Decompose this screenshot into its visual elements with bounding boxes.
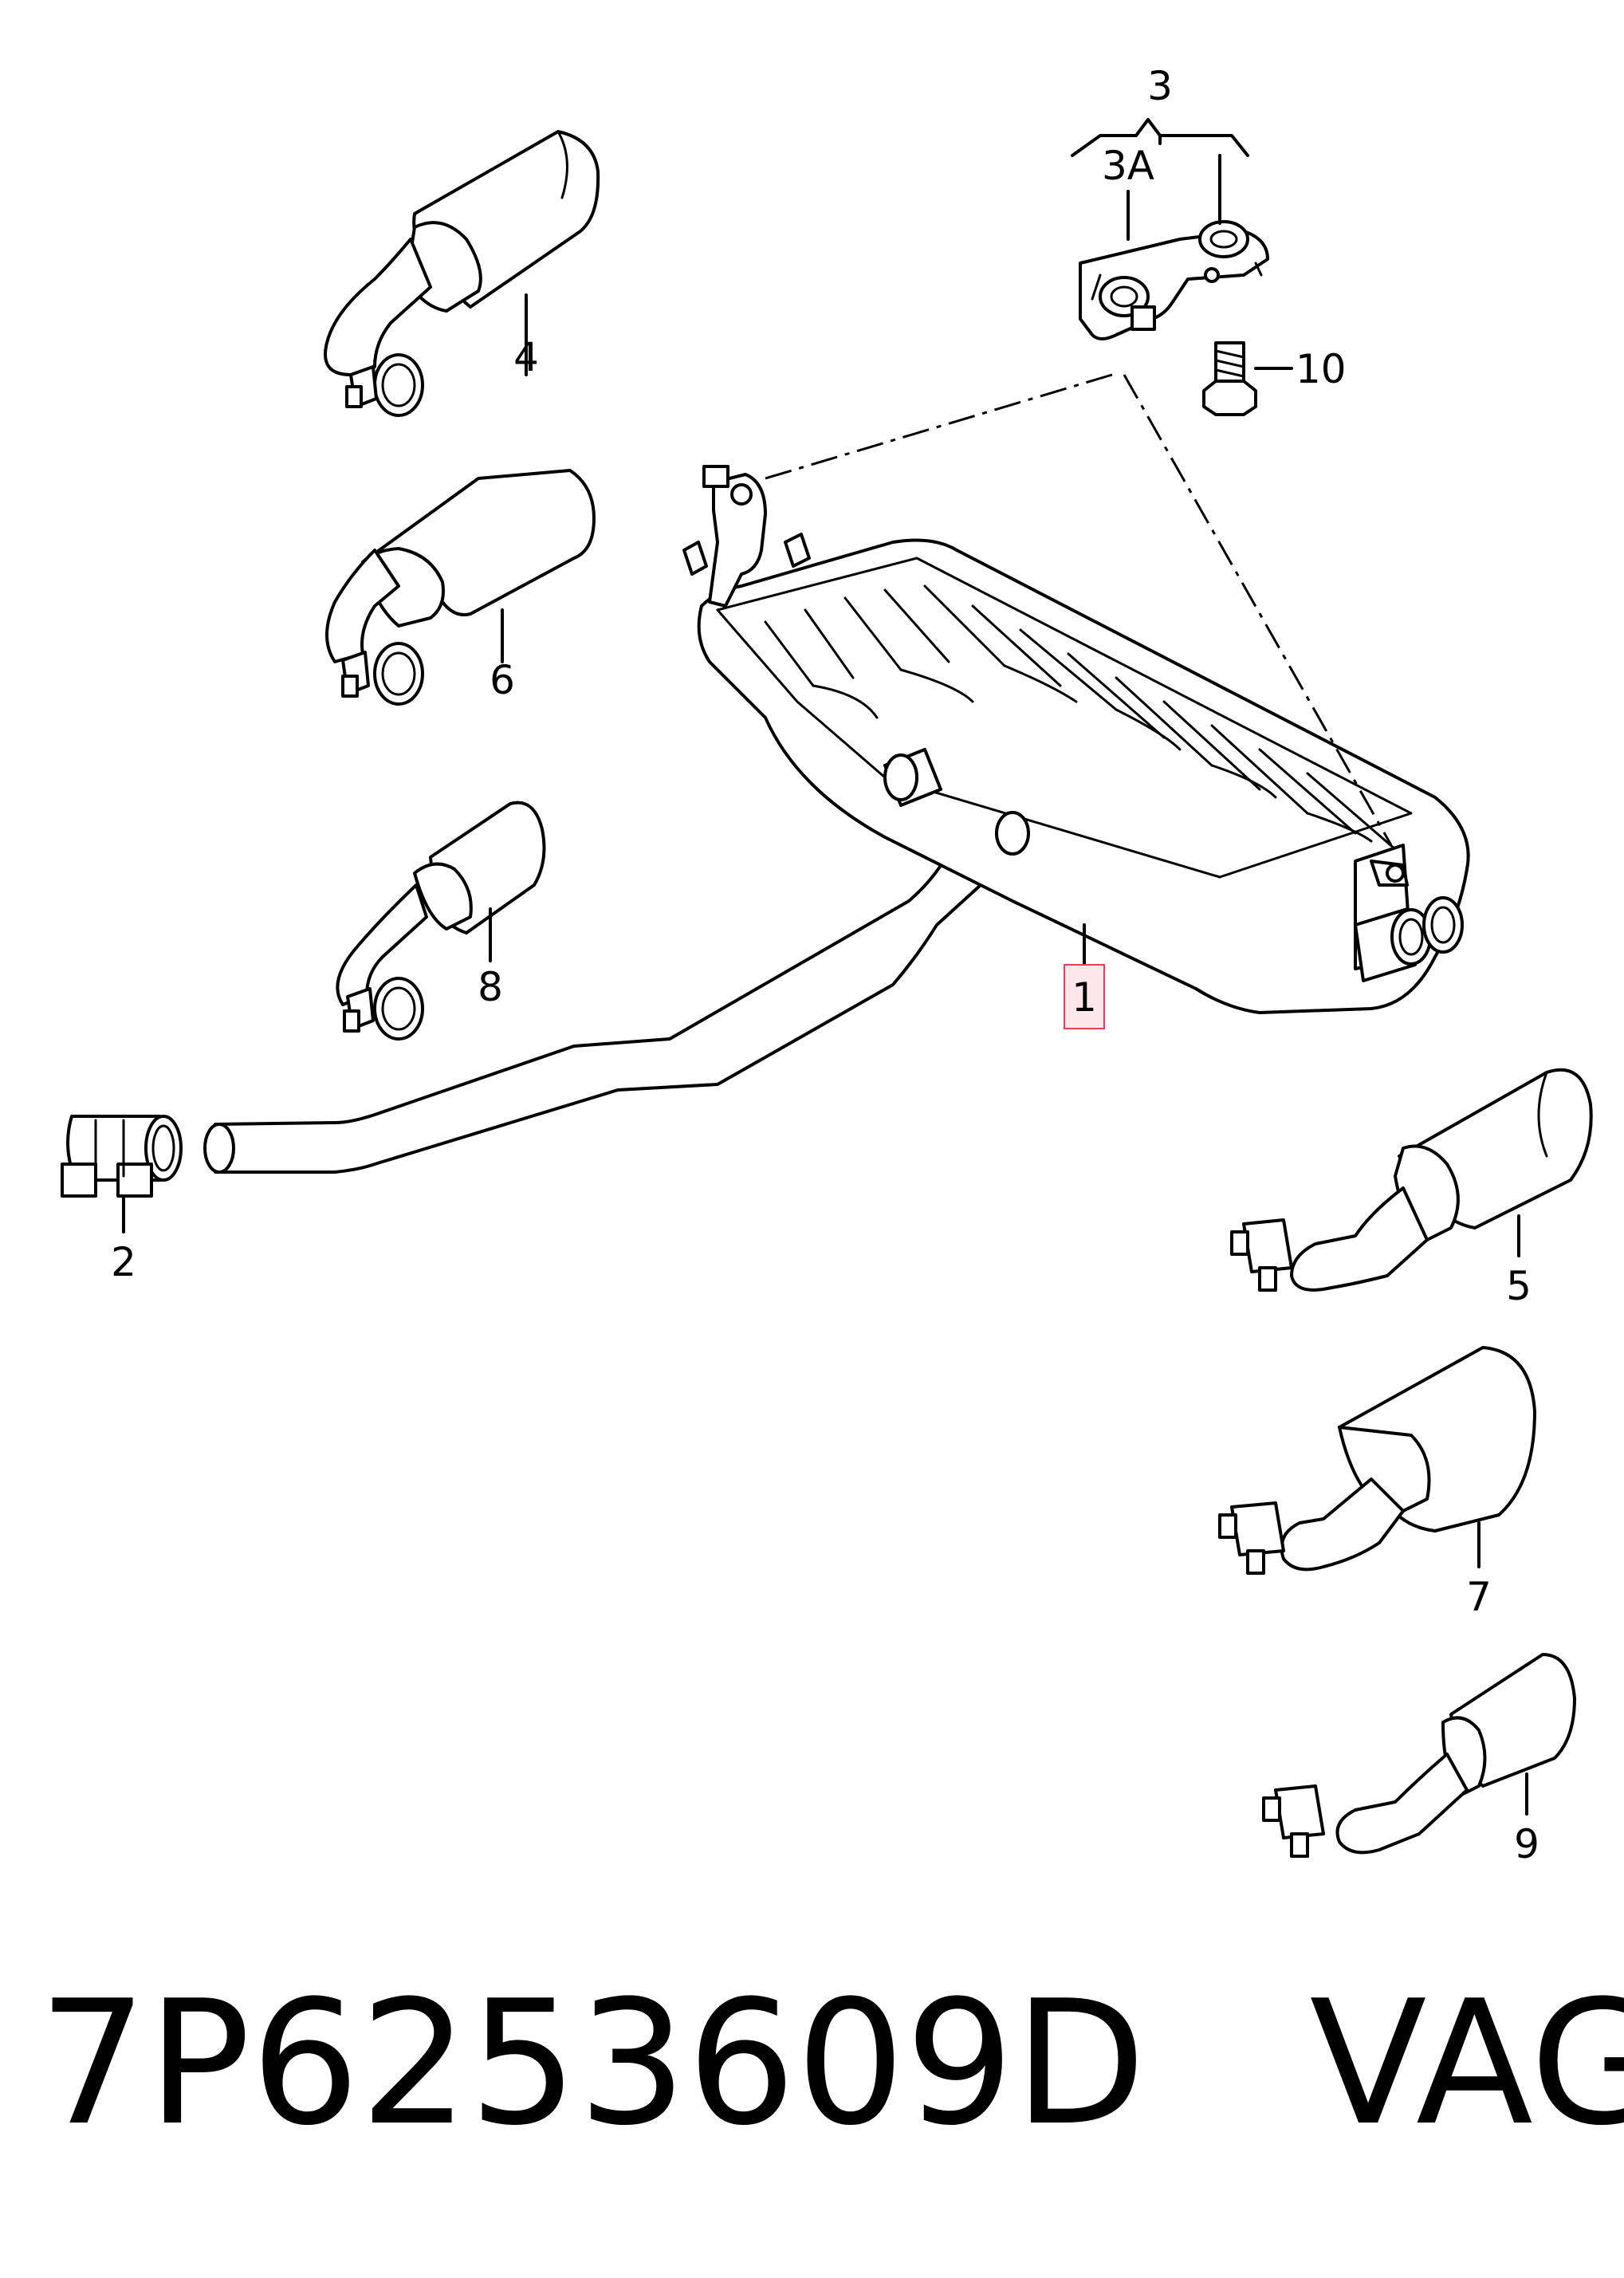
assembly-line-front	[765, 373, 1113, 480]
callout-5[interactable]: 5	[1506, 1263, 1532, 1309]
bolt-10[interactable]	[1202, 341, 1293, 416]
footer-caption: 7P6253609D VAG	[38, 1977, 1624, 2149]
part-number: 7P6253609D	[38, 1963, 1146, 2163]
tailpipe-9[interactable]	[1262, 1653, 1576, 1858]
tailpipe-6[interactable]	[325, 469, 596, 706]
callout-9[interactable]: 9	[1514, 1821, 1539, 1867]
callout-8[interactable]: 8	[478, 964, 503, 1010]
assembly-line-rear	[1123, 374, 1393, 846]
tailpipe-5[interactable]	[1230, 1068, 1593, 1292]
tailpipe-7[interactable]	[1218, 1346, 1536, 1575]
callout-3-bracket	[1071, 118, 1249, 157]
callout-2[interactable]: 2	[111, 1239, 136, 1285]
callout-1[interactable]: 1	[1072, 974, 1097, 1021]
rear-silencer-1[interactable]	[203, 465, 1470, 1174]
clamp-2[interactable]	[61, 1115, 183, 1233]
callout-1-highlight	[1064, 964, 1105, 1029]
tailpipe-4[interactable]	[324, 130, 600, 417]
callout-4[interactable]: 4	[513, 334, 539, 380]
callout-6[interactable]: 6	[490, 657, 515, 703]
callout-3[interactable]: 3	[1147, 63, 1173, 109]
callout-3a[interactable]: 3A	[1102, 143, 1154, 189]
mounting-bracket-3[interactable]	[1079, 220, 1269, 340]
callout-7[interactable]: 7	[1466, 1574, 1492, 1620]
tailpipe-8[interactable]	[336, 801, 546, 1041]
brand-name: VAG	[1309, 1963, 1624, 2163]
callout-10[interactable]: 10	[1296, 346, 1347, 392]
